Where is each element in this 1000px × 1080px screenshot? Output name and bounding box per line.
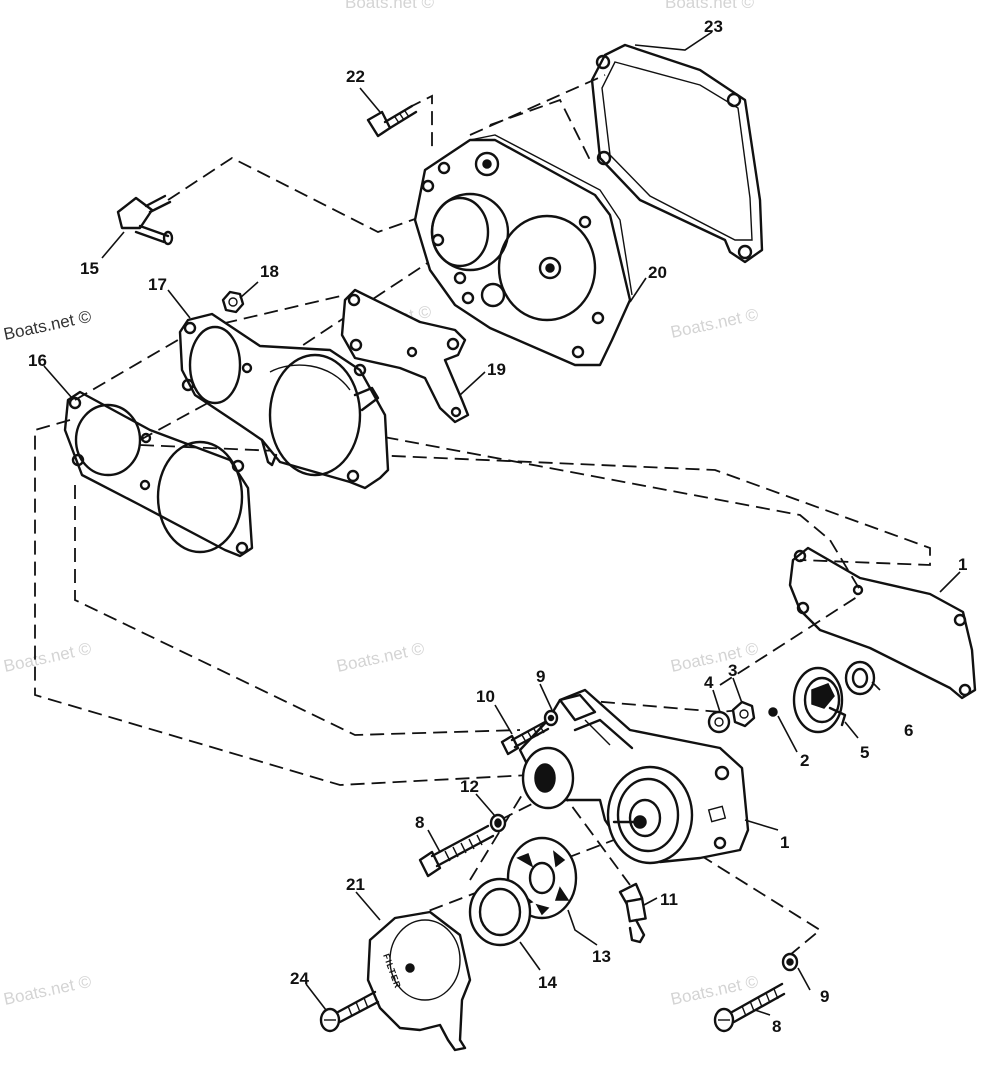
- callout-11: 11: [660, 890, 678, 909]
- callout-6: 6: [904, 721, 913, 740]
- pump-housing-1: [518, 688, 750, 865]
- watermark: Boats.net ©: [2, 639, 94, 676]
- washer-12: [489, 813, 507, 833]
- screw-2: [768, 707, 778, 717]
- hose-fitting-15: [116, 194, 174, 246]
- pump-body-17: [178, 312, 390, 490]
- washer-9-top: [543, 709, 559, 727]
- callout-1-gasket: 1: [958, 555, 967, 574]
- callout-17: 17: [148, 275, 167, 294]
- callout-16: 16: [28, 351, 47, 370]
- callout-10: 10: [476, 687, 495, 706]
- callout-8-top: 8: [415, 813, 424, 832]
- gasket-1-right: [788, 546, 977, 700]
- screw-24: [319, 990, 380, 1033]
- bolt-8-top: [418, 824, 495, 878]
- callout-15: 15: [80, 259, 99, 278]
- callout-22: 22: [346, 67, 365, 86]
- pump-cover-20: [413, 134, 633, 367]
- bolt-22: [366, 104, 418, 138]
- callout-2: 2: [800, 751, 809, 770]
- washer-4: [707, 710, 731, 734]
- callout-13: 13: [592, 947, 611, 966]
- callout-9-top: 9: [536, 667, 545, 686]
- callout-12: 12: [460, 777, 479, 796]
- callout-8-bottom: 8: [772, 1017, 781, 1036]
- callout-1-housing: 1: [780, 833, 789, 852]
- bracket-plate-19: [340, 288, 470, 424]
- callout-20: 20: [648, 263, 667, 282]
- callout-9-bottom: 9: [820, 987, 829, 1006]
- nut-18: [221, 290, 245, 314]
- callout-19: 19: [487, 360, 506, 379]
- watermark: Boats.net ©: [2, 972, 94, 1009]
- callout-5: 5: [860, 743, 869, 762]
- callout-4: 4: [704, 673, 714, 692]
- callout-23: 23: [704, 17, 723, 36]
- callout-24: 24: [290, 969, 309, 988]
- gasket-23: [590, 43, 764, 264]
- watermark: Boats.net ©: [669, 305, 761, 342]
- callout-14: 14: [538, 973, 557, 992]
- o-ring-6: [844, 660, 876, 696]
- screw-10: [500, 720, 550, 756]
- callout-3: 3: [728, 661, 737, 680]
- washer-9-bottom: [781, 952, 799, 972]
- watermark: Boats.net ©: [665, 0, 755, 12]
- fitting-11: [618, 882, 647, 944]
- nut-3: [731, 700, 756, 728]
- bolt-8-bottom: [713, 982, 786, 1033]
- watermark-main: Boats.net ©: [2, 307, 94, 344]
- callout-numbers: 23 22 15 18 17 16 19 20 1 6 5 2 4 3 9 10…: [28, 17, 967, 1036]
- filter-cover-21: FILTER: [366, 910, 472, 1052]
- thermostat-5: [792, 666, 847, 734]
- callout-leaders: [43, 31, 961, 1016]
- plate-14: [468, 877, 532, 947]
- assembly-lines: [34, 74, 931, 956]
- watermark: Boats.net ©: [345, 0, 435, 12]
- gasket-16: [63, 390, 254, 558]
- callout-18: 18: [260, 262, 279, 281]
- watermark: Boats.net ©: [335, 639, 427, 676]
- callout-21: 21: [346, 875, 365, 894]
- watermark: Boats.net ©: [669, 639, 761, 676]
